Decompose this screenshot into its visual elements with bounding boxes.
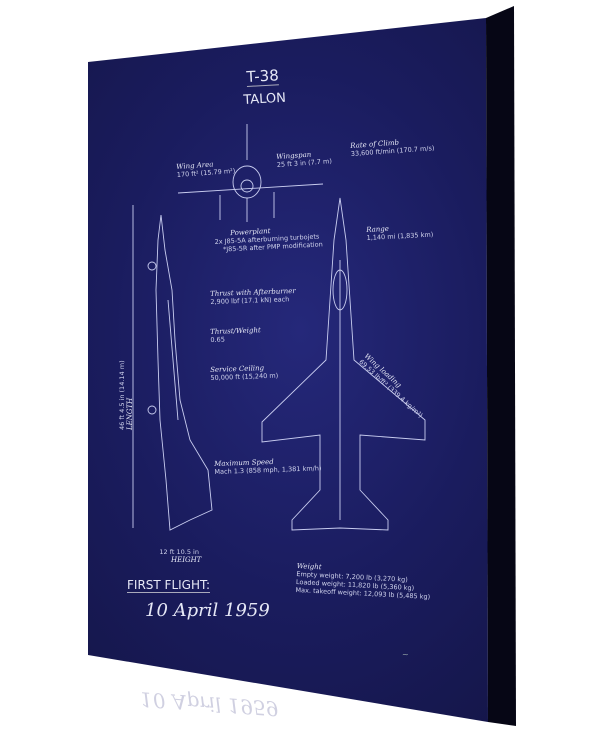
spec-value: 46 ft 4.5 in (14.14 m) bbox=[118, 360, 126, 430]
spec-value: 12 ft 10.5 in bbox=[159, 548, 199, 556]
title: T-38 bbox=[246, 66, 280, 87]
signature-logo: ~ bbox=[402, 650, 409, 659]
spec-length: 46 ft 4.5 in (14.14 m)LENGTH bbox=[118, 360, 134, 430]
first-flight-label: FIRST FLIGHT: bbox=[127, 578, 211, 593]
side-view bbox=[132, 205, 213, 531]
spec-label: LENGTH bbox=[126, 397, 134, 430]
first-flight-date: 10 April 1959 bbox=[145, 600, 270, 621]
front-view bbox=[177, 124, 324, 222]
spec-label: HEIGHT bbox=[171, 556, 202, 564]
subtitle: TALON bbox=[243, 90, 287, 108]
top-view bbox=[261, 197, 426, 531]
